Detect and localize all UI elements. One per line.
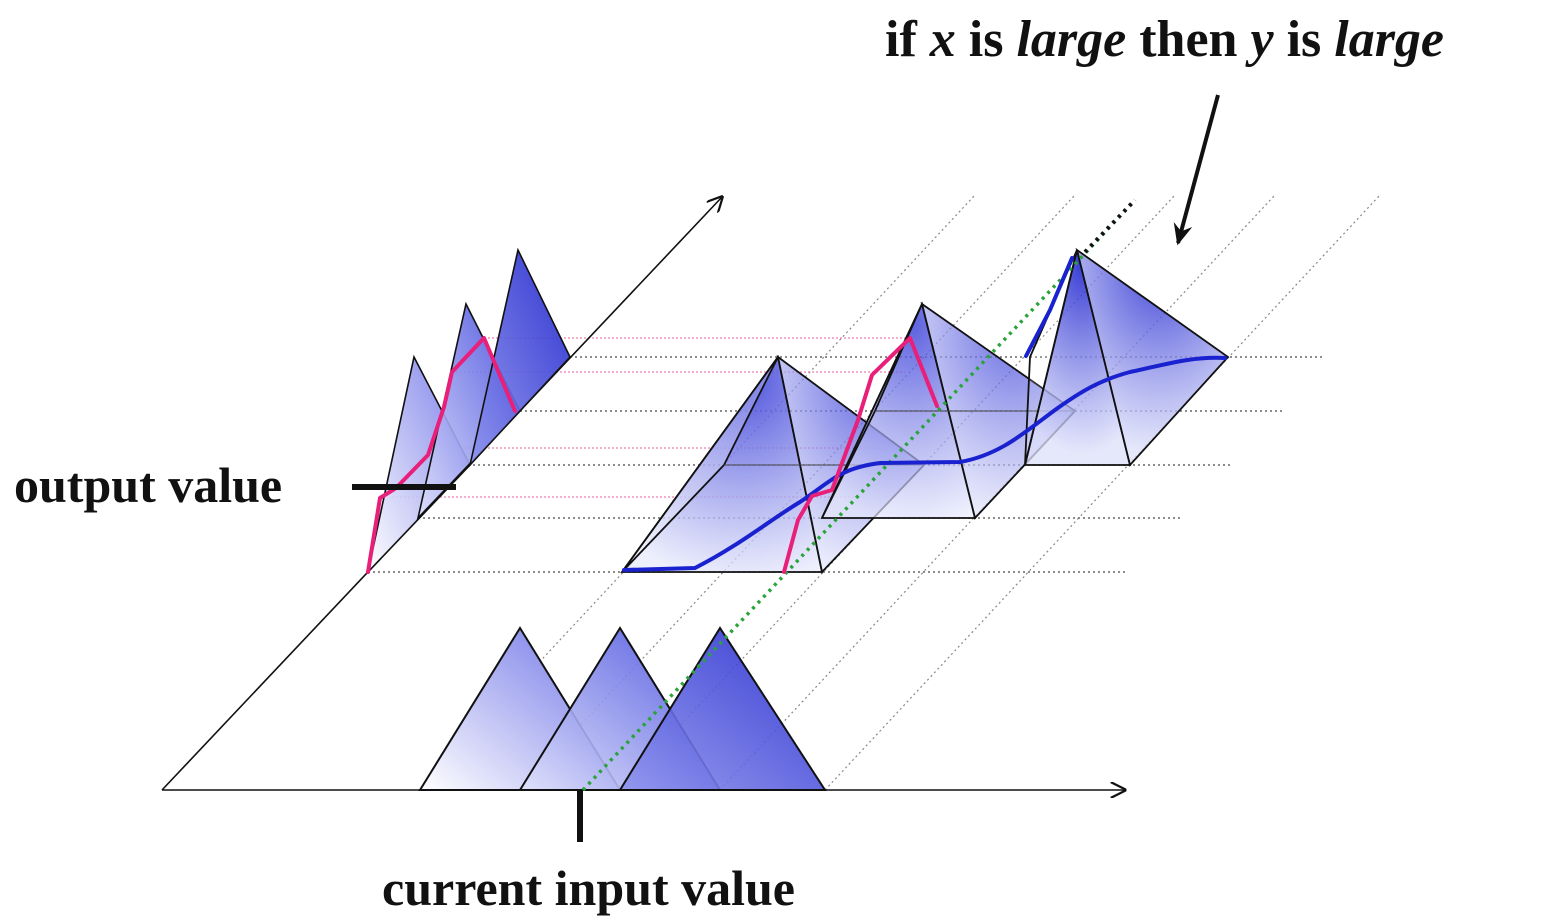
output-curves (366, 336, 939, 574)
input-slice-extension (1083, 198, 1137, 254)
input-slice-line (581, 198, 1137, 792)
input-triangle-large (618, 626, 827, 791)
rule-label: if x is large then y is large (885, 11, 1444, 68)
output-membership-functions (366, 247, 571, 575)
input-membership-functions (418, 626, 827, 791)
rule-pointer-arrow (1173, 94, 1220, 246)
rule-surface-curves (622, 256, 1227, 572)
output-value-label: output value (14, 457, 282, 513)
input-value-label: current input value (382, 860, 795, 916)
